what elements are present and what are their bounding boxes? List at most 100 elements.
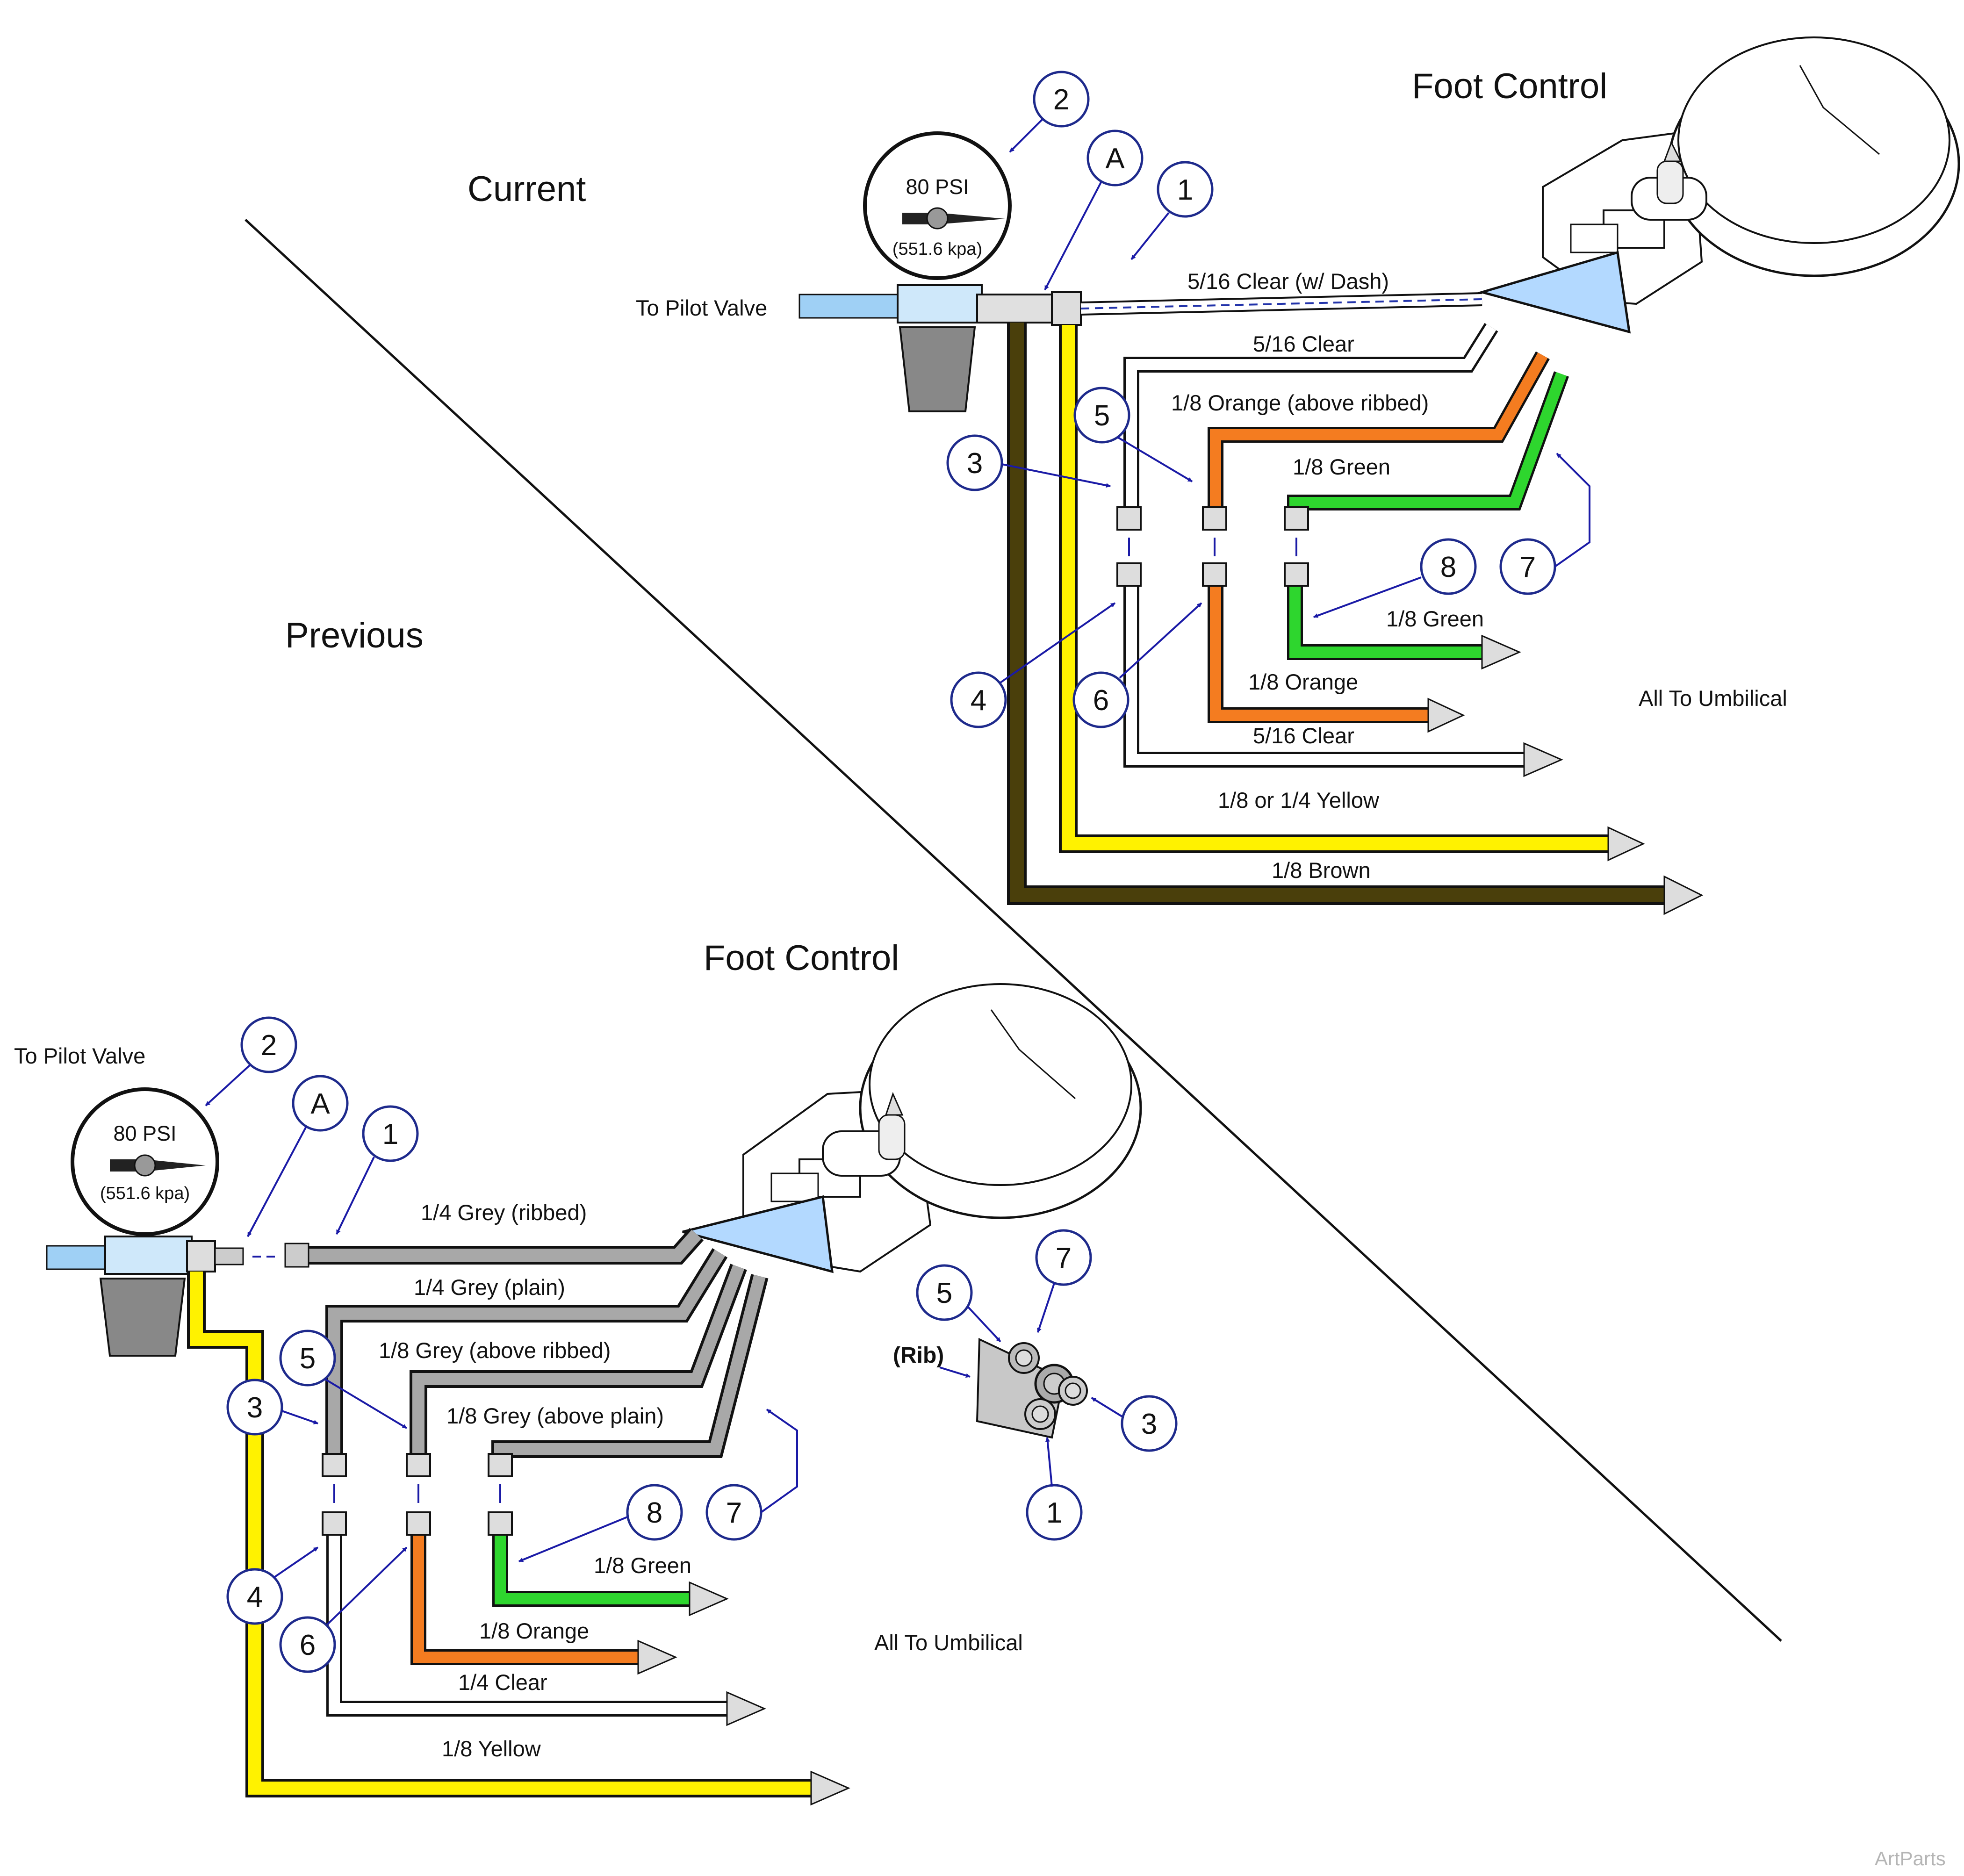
bundle-callouts: 7 5 3 1 <box>916 1229 1178 1541</box>
previous-label-quarter-grey-plain: 1/4 Grey (plain) <box>414 1275 565 1300</box>
tube-bundle-cross-section <box>976 1337 1088 1439</box>
svg-text:5: 5 <box>1094 400 1110 432</box>
current-gauge-metric: (551.6 kpa) <box>892 239 982 259</box>
previous-tube-yellow <box>190 1272 813 1795</box>
previous-foot-control <box>742 983 1142 1273</box>
current-label-brown: 1/8 Brown <box>1272 858 1371 883</box>
previous-label-yellow: 1/8 Yellow <box>442 1736 541 1761</box>
previous-callouts: 2 A 1 5 3 7 8 4 6 <box>226 1016 763 1673</box>
previous-connectors <box>322 1453 513 1536</box>
svg-text:3: 3 <box>967 447 983 480</box>
current-callout-1: 1 <box>1157 161 1214 218</box>
current-callout-7: 7 <box>1499 538 1556 595</box>
current-callouts: 2 A 1 5 3 8 7 4 6 <box>946 71 1556 728</box>
current-fitting <box>1051 291 1082 326</box>
previous-callout-7: 7 <box>705 1484 763 1541</box>
previous-tube-quarter-clear <box>329 1524 729 1714</box>
current-callout-3: 3 <box>946 434 1003 491</box>
previous-callout-1: 1 <box>362 1105 419 1162</box>
current-tube-orange-lower <box>1210 575 1431 721</box>
previous-tube-quarter-grey-plain <box>328 1250 726 1459</box>
current-tube-orange-upper <box>1210 352 1548 507</box>
previous-callout-3: 3 <box>226 1379 283 1436</box>
previous-callout-5: 5 <box>279 1330 336 1387</box>
bundle-callout-5: 5 <box>916 1264 973 1321</box>
svg-text:A: A <box>1105 143 1125 175</box>
current-regulator: 80 PSI (551.6 kpa) <box>799 131 1012 412</box>
bundle-callout-3: 3 <box>1121 1395 1178 1452</box>
current-leaders <box>1000 118 1590 683</box>
previous-to-pilot-valve: To Pilot Valve <box>14 1043 145 1068</box>
svg-text:1: 1 <box>1177 174 1193 206</box>
svg-text:5: 5 <box>300 1343 316 1375</box>
previous-leaders <box>205 1064 798 1625</box>
current-tube-yellow <box>1062 325 1613 850</box>
current-title: Current <box>468 169 586 209</box>
current-label-orange-lower: 1/8 Orange <box>1248 669 1358 694</box>
current-tube-516-clear-dash <box>1080 298 1482 309</box>
current-callout-a: A <box>1086 129 1144 187</box>
current-connectors <box>1116 506 1309 587</box>
previous-tube-green <box>495 1524 692 1604</box>
previous-callout-8: 8 <box>626 1484 683 1541</box>
svg-text:7: 7 <box>726 1497 742 1529</box>
previous-label-orange: 1/8 Orange <box>479 1618 589 1643</box>
previous-foot-control-title: Foot Control <box>704 938 899 978</box>
current-adapter-a <box>976 294 1053 323</box>
current-hose-bundle-arrow <box>1477 251 1631 334</box>
previous-callout-6: 6 <box>279 1616 336 1673</box>
previous-fitting-a <box>186 1240 216 1272</box>
svg-text:1: 1 <box>382 1118 398 1150</box>
previous-tube-orange <box>413 1524 640 1663</box>
previous-regulator: 80 PSI (551.6 kpa) <box>46 1087 219 1357</box>
previous-all-to-umbilical: All To Umbilical <box>874 1630 1023 1655</box>
svg-text:3: 3 <box>1141 1408 1157 1440</box>
current-gauge-pressure: 80 PSI <box>906 175 969 199</box>
current-callout-5: 5 <box>1073 387 1130 444</box>
current-callout-2: 2 <box>1033 71 1090 128</box>
current-label-516-clear-lower: 5/16 Clear <box>1253 723 1354 748</box>
previous-label-quarter-grey-ribbed: 1/4 Grey (ribbed) <box>421 1200 587 1225</box>
previous-callout-a: A <box>292 1075 349 1132</box>
svg-text:4: 4 <box>971 684 986 717</box>
svg-text:6: 6 <box>300 1629 316 1661</box>
svg-text:2: 2 <box>1053 84 1069 116</box>
current-foot-control-title: Foot Control <box>1412 66 1607 106</box>
current-tube-brown <box>1010 323 1669 902</box>
previous-callout-4: 4 <box>226 1568 283 1625</box>
current-label-green-lower: 1/8 Green <box>1386 606 1484 631</box>
previous-label-eighth-grey-above-plain: 1/8 Grey (above plain) <box>446 1403 664 1428</box>
current-foot-control <box>1542 36 1960 305</box>
section-divider <box>245 219 1782 1642</box>
previous-gauge-pressure: 80 PSI <box>113 1121 176 1145</box>
svg-text:8: 8 <box>1440 551 1456 583</box>
current-tube-516-clear-lower <box>1126 575 1529 765</box>
svg-text:4: 4 <box>247 1581 263 1613</box>
bundle-callout-7: 7 <box>1035 1229 1092 1286</box>
svg-text:7: 7 <box>1056 1242 1072 1274</box>
current-label-516-clear: 5/16 Clear <box>1253 331 1354 356</box>
svg-text:A: A <box>310 1088 330 1120</box>
current-tube-516-clear-upper <box>1126 324 1496 507</box>
previous-hose-bundle-arrow <box>682 1195 834 1273</box>
current-callout-8: 8 <box>1420 538 1477 595</box>
current-label-yellow: 1/8 or 1/4 Yellow <box>1218 788 1380 812</box>
current-label-green-upper: 1/8 Green <box>1293 454 1390 479</box>
bundle-rib-label: (Rib) <box>893 1343 944 1368</box>
previous-callout-2: 2 <box>240 1016 297 1073</box>
svg-text:2: 2 <box>261 1029 277 1062</box>
svg-text:8: 8 <box>647 1497 662 1529</box>
svg-text:3: 3 <box>247 1392 263 1424</box>
current-callout-4: 4 <box>950 671 1007 728</box>
svg-text:5: 5 <box>936 1277 952 1309</box>
previous-label-quarter-clear: 1/4 Clear <box>458 1670 547 1695</box>
previous-gauge-metric: (551.6 kpa) <box>100 1184 190 1203</box>
previous-tube-eighth-grey-above-ribbed <box>412 1265 745 1459</box>
svg-text:7: 7 <box>1520 551 1536 583</box>
bundle-callout-1: 1 <box>1026 1484 1083 1541</box>
svg-text:6: 6 <box>1093 684 1109 717</box>
current-label-516-clear-dash: 5/16 Clear (w/ Dash) <box>1187 269 1389 294</box>
previous-label-green: 1/8 Green <box>594 1553 691 1578</box>
current-tube-green-lower <box>1289 575 1487 658</box>
